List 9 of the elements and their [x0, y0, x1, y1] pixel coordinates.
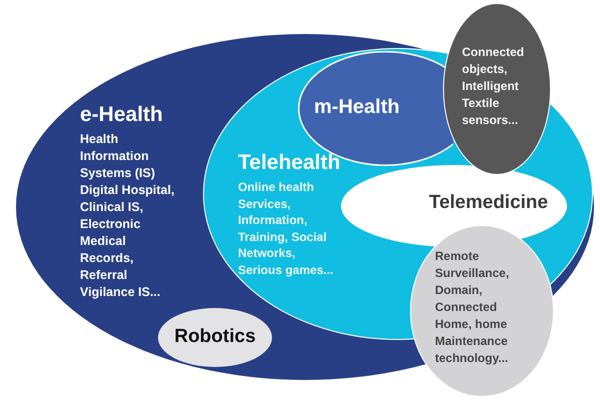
region-title: m-Health: [314, 96, 401, 118]
region-title: Telemedicine: [429, 192, 549, 214]
region-title: Remote Surveillance, Domain, Connected Home, home Maintenance technology...: [435, 248, 510, 367]
region-title: Connected objects, Intelligent Textile sensors...: [462, 44, 526, 129]
region-title: e-Health: [80, 104, 164, 126]
region-title: Robotics: [174, 326, 257, 348]
region-description: Online health Services, Information, Training, Social Networks, Serious games...: [238, 179, 334, 278]
region-description: Health Information Systems (IS) Digital Hospital, Clinical IS, Electronic Medical Records, Referral Vigilance IS...: [80, 131, 176, 301]
region-title: Telehealth: [238, 151, 342, 174]
